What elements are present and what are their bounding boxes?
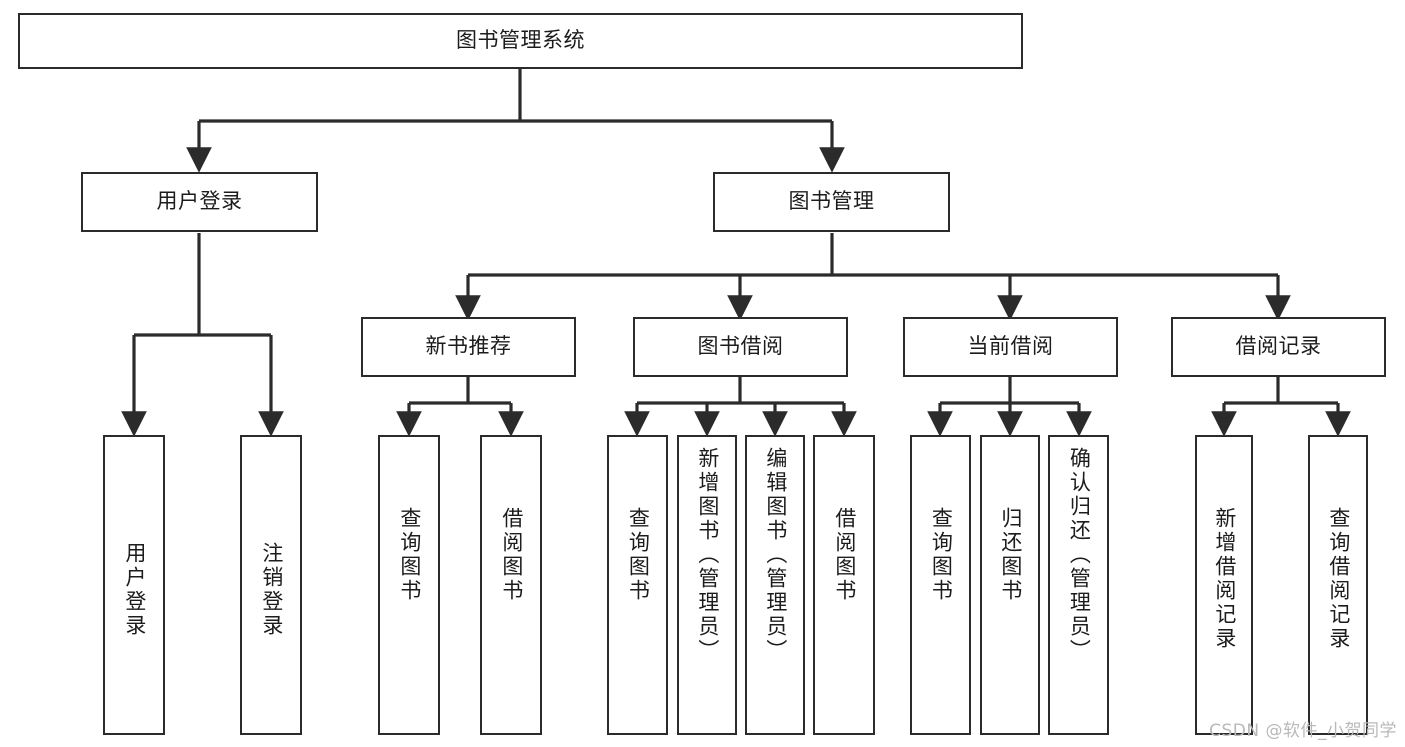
leaf-query-book-recommend-label: 查询图书	[397, 507, 422, 603]
leaf-query-book-current-label: 查询图书	[929, 507, 954, 603]
leaf-edit-book-admin-label: 编辑图书（管理员）	[763, 447, 788, 663]
leaf-query-book-current[interactable]: 查询图书	[910, 435, 971, 735]
leaf-user-login[interactable]: 用户登录	[103, 435, 165, 735]
leaf-logout-login-label: 注销登录	[259, 542, 284, 638]
leaf-add-book-admin-label: 新增图书（管理员）	[695, 447, 720, 663]
leaf-borrow-book-recommend-label: 借阅图书	[499, 507, 524, 603]
leaf-borrow-book-borrow-label: 借阅图书	[832, 507, 857, 603]
node-borrow-record[interactable]: 借阅记录	[1171, 317, 1386, 377]
leaf-edit-book-admin[interactable]: 编辑图书（管理员）	[745, 435, 805, 735]
leaf-return-book[interactable]: 归还图书	[980, 435, 1040, 735]
node-new-book-recommend-label: 新书推荐	[425, 334, 512, 359]
leaf-user-login-label: 用户登录	[122, 542, 147, 638]
node-user-login[interactable]: 用户登录	[81, 172, 318, 232]
leaf-query-book-borrow-label: 查询图书	[626, 507, 651, 603]
leaf-return-book-label: 归还图书	[998, 507, 1023, 603]
node-book-management-label: 图书管理	[788, 189, 875, 214]
node-current-borrow[interactable]: 当前借阅	[903, 317, 1118, 377]
node-book-management[interactable]: 图书管理	[713, 172, 950, 232]
leaf-logout-login[interactable]: 注销登录	[240, 435, 302, 735]
leaf-add-borrow-record-label: 新增借阅记录	[1212, 507, 1237, 651]
leaf-borrow-book-borrow[interactable]: 借阅图书	[813, 435, 875, 735]
node-book-borrow-label: 图书借阅	[697, 334, 784, 359]
leaf-borrow-book-recommend[interactable]: 借阅图书	[480, 435, 542, 735]
leaf-add-borrow-record[interactable]: 新增借阅记录	[1195, 435, 1253, 735]
node-root-system[interactable]: 图书管理系统	[18, 13, 1023, 69]
node-current-borrow-label: 当前借阅	[967, 334, 1054, 359]
node-borrow-record-label: 借阅记录	[1235, 334, 1322, 359]
leaf-query-book-borrow[interactable]: 查询图书	[607, 435, 668, 735]
node-root-label: 图书管理系统	[456, 28, 585, 53]
leaf-confirm-return-admin[interactable]: 确认归还（管理员）	[1048, 435, 1109, 735]
watermark-text: CSDN @软件_小贺同学	[1209, 721, 1397, 741]
leaf-query-book-recommend[interactable]: 查询图书	[378, 435, 440, 735]
node-book-borrow[interactable]: 图书借阅	[633, 317, 848, 377]
leaf-query-borrow-record[interactable]: 查询借阅记录	[1308, 435, 1368, 735]
node-new-book-recommend[interactable]: 新书推荐	[361, 317, 576, 377]
leaf-query-borrow-record-label: 查询借阅记录	[1326, 507, 1351, 651]
node-user-login-label: 用户登录	[156, 189, 243, 214]
leaf-confirm-return-admin-label: 确认归还（管理员）	[1067, 447, 1092, 663]
leaf-add-book-admin[interactable]: 新增图书（管理员）	[677, 435, 737, 735]
